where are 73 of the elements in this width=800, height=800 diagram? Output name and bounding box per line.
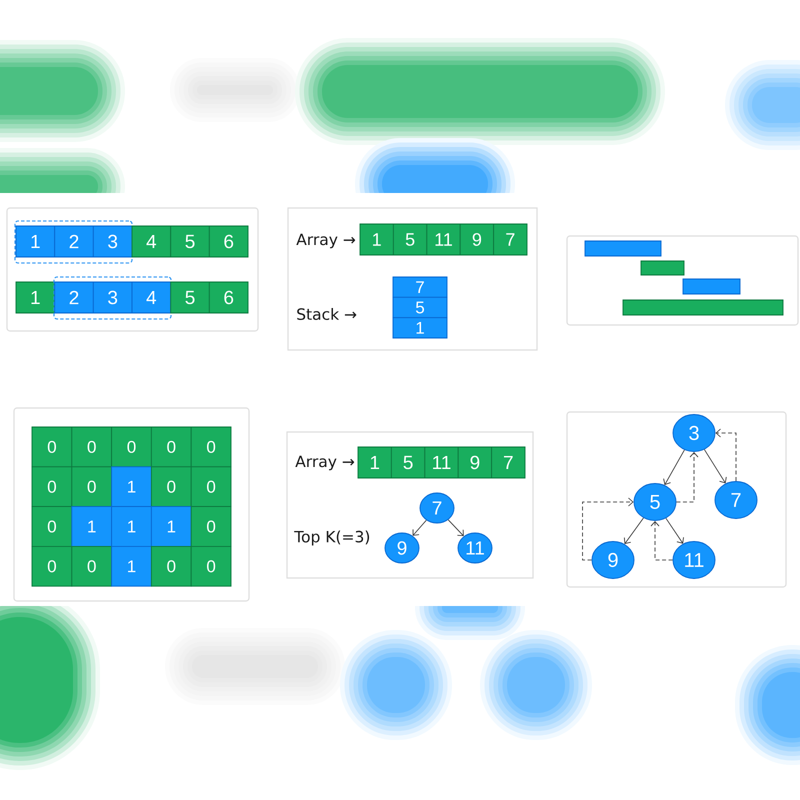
- row-label: Stack →: [297, 308, 356, 320]
- grid-cell: 0: [190, 546, 232, 587]
- grid-cell: 0: [190, 466, 232, 508]
- tree-node: 7: [714, 481, 758, 519]
- array-cell: 7: [491, 446, 526, 478]
- array-cell: 5: [392, 224, 428, 256]
- row-label: Array →: [295, 456, 354, 470]
- arrow: [412, 520, 427, 536]
- array-cell: 1: [358, 446, 392, 478]
- arrow: [666, 518, 684, 544]
- array-cell: 2: [54, 282, 94, 314]
- grid-cell: 0: [32, 426, 72, 468]
- array-cell: 5: [390, 446, 426, 478]
- interval-bar: [584, 240, 662, 256]
- arrow: [704, 449, 727, 484]
- array-cell: 4: [132, 226, 172, 258]
- array-cell: 1: [360, 224, 394, 256]
- array-cell: 1: [16, 282, 56, 314]
- array-cell: 11: [426, 224, 461, 256]
- array-cell: 6: [208, 282, 248, 314]
- arrow: [663, 450, 685, 486]
- stack-cell: 7: [392, 276, 448, 298]
- tree-node: 3: [672, 414, 716, 452]
- grid-cell: 1: [150, 506, 192, 547]
- heap-node: 9: [384, 532, 420, 564]
- grid-cell: 0: [150, 546, 192, 587]
- array-cell: 1: [16, 226, 56, 258]
- row-label: Top K(=3): [294, 530, 370, 546]
- grid-cell: 0: [150, 466, 192, 508]
- array-cell: 3: [92, 226, 132, 258]
- array-cell: 4: [132, 282, 172, 314]
- grid-cell: 0: [190, 426, 232, 468]
- array-cell: 7: [493, 224, 528, 256]
- array-cell: 11: [424, 446, 459, 478]
- arrow: [448, 519, 464, 536]
- interval-bar: [682, 278, 740, 294]
- interval-bar: [640, 260, 684, 276]
- arrow: [624, 518, 644, 544]
- grid-cell: 0: [32, 546, 72, 587]
- grid-cell: 1: [111, 506, 152, 547]
- heap-node: 7: [420, 492, 454, 524]
- grid-cell: 0: [71, 426, 112, 468]
- grid-cell: 0: [32, 466, 72, 508]
- grid-cell: 1: [111, 466, 152, 508]
- tree-node: 11: [672, 541, 716, 579]
- grid-cell: 1: [71, 506, 112, 547]
- stack-cell: 5: [392, 296, 448, 318]
- array-cell: 9: [460, 224, 494, 256]
- interval-bar: [622, 300, 784, 316]
- dashed-arrow: [582, 498, 634, 560]
- grid-cell: 0: [150, 426, 192, 468]
- array-cell: 3: [92, 282, 132, 314]
- dashed-arrow: [676, 452, 698, 502]
- stack-cell: 1: [392, 317, 448, 338]
- array-cell: 9: [458, 446, 492, 478]
- dashed-arrow: [650, 520, 673, 560]
- grid-cell: 0: [190, 506, 232, 547]
- tree-node: 9: [592, 541, 634, 579]
- grid-cell: 0: [32, 506, 72, 547]
- heap-node: 11: [458, 532, 492, 564]
- grid-cell: 0: [71, 546, 112, 587]
- grid-cell: 1: [111, 546, 152, 587]
- array-cell: 6: [208, 226, 248, 258]
- row-label: Array →: [296, 234, 356, 248]
- array-cell: 5: [170, 282, 210, 314]
- selection-window: [53, 276, 172, 320]
- grid-cell: 0: [111, 426, 152, 468]
- array-cell: 5: [170, 226, 210, 258]
- array-cell: 2: [54, 226, 94, 258]
- tree-node: 5: [634, 483, 676, 521]
- selection-window: [14, 220, 133, 264]
- dashed-arrow: [715, 428, 736, 482]
- grid-cell: 0: [71, 466, 112, 508]
